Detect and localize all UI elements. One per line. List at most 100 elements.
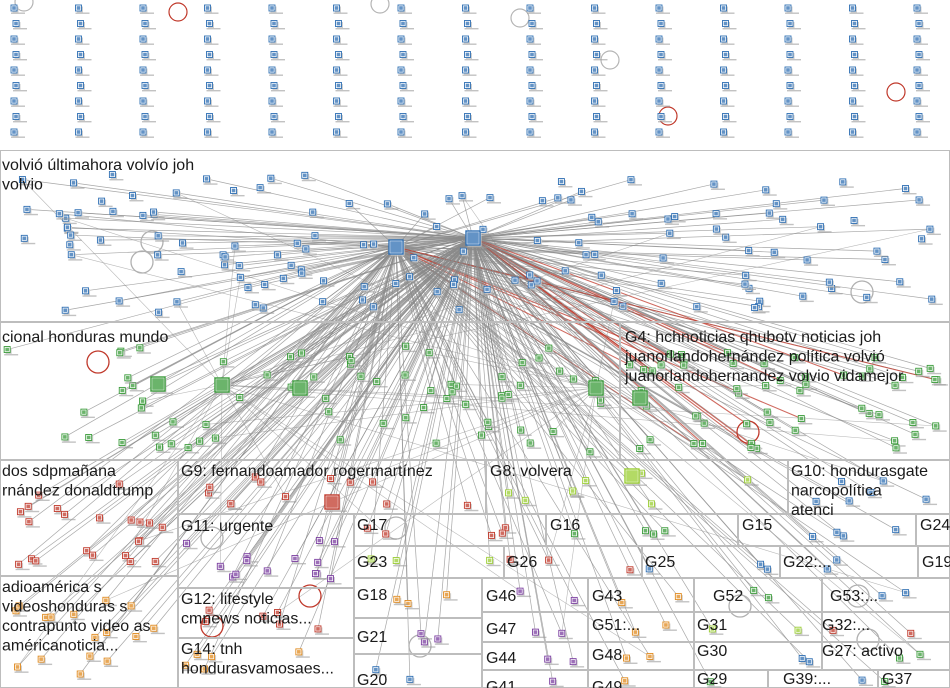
node-g2[interactable] [231, 242, 240, 251]
node-g9[interactable] [282, 493, 290, 502]
node-g2[interactable] [918, 235, 927, 244]
node-g6[interactable] [103, 629, 112, 637]
node-g1[interactable] [528, 82, 537, 91]
node-g1[interactable] [464, 51, 473, 60]
node-g1[interactable] [722, 113, 731, 122]
node-g2[interactable] [594, 218, 603, 227]
node-g4[interactable] [680, 361, 689, 370]
node-g2[interactable] [203, 175, 211, 184]
node-g2[interactable] [320, 277, 329, 286]
node-g3[interactable] [3, 346, 12, 355]
node-g6[interactable] [86, 652, 95, 661]
node-g1[interactable] [204, 35, 213, 44]
node-g2[interactable] [66, 241, 75, 250]
node-g2[interactable] [23, 205, 32, 214]
node-g9[interactable] [346, 478, 355, 487]
node-g1[interactable] [399, 113, 408, 122]
node-g1[interactable] [335, 113, 344, 122]
node-g15[interactable] [809, 533, 818, 542]
node-g2[interactable] [230, 187, 239, 195]
node-g5[interactable] [122, 552, 131, 561]
node-g4[interactable] [859, 372, 867, 381]
node-g2[interactable] [319, 298, 328, 307]
node-g1[interactable] [786, 113, 795, 122]
node-g3[interactable] [518, 359, 527, 368]
node-g1[interactable] [270, 113, 279, 122]
node-g4[interactable] [892, 444, 901, 453]
node-g2[interactable] [659, 254, 668, 263]
node-g1[interactable] [397, 66, 406, 75]
node-g2[interactable] [388, 239, 405, 256]
node-g1[interactable] [591, 4, 600, 13]
node-g1[interactable] [206, 82, 215, 91]
node-g9[interactable] [206, 483, 215, 492]
node-g2[interactable] [410, 254, 419, 263]
node-g17[interactable] [498, 529, 507, 538]
node-g4[interactable] [675, 383, 684, 392]
node-g2[interactable] [820, 196, 829, 205]
node-g1[interactable] [333, 66, 342, 75]
node-g11[interactable] [327, 575, 336, 584]
node-g2[interactable] [309, 208, 318, 217]
node-g1[interactable] [75, 66, 84, 75]
node-g2[interactable] [578, 187, 586, 196]
node-g2[interactable] [612, 287, 621, 295]
node-g2[interactable] [287, 261, 296, 270]
node-g1[interactable] [526, 66, 535, 75]
node-g26[interactable] [506, 555, 515, 564]
node-g1[interactable] [141, 113, 150, 122]
node-g17[interactable] [382, 530, 391, 539]
node-g2[interactable] [360, 283, 369, 292]
node-g8[interactable] [521, 496, 530, 505]
node-g3[interactable] [263, 371, 272, 380]
node-g3[interactable] [118, 386, 127, 395]
node-g1[interactable] [720, 128, 729, 137]
node-g52[interactable] [764, 594, 773, 603]
node-g16[interactable] [641, 527, 650, 536]
node-g2[interactable] [236, 273, 245, 282]
node-g3[interactable] [498, 373, 507, 382]
node-g41[interactable] [549, 677, 558, 686]
node-g4[interactable] [931, 376, 940, 385]
node-g4[interactable] [796, 387, 805, 396]
node-g2[interactable] [63, 223, 72, 232]
node-g3[interactable] [184, 444, 193, 453]
node-g17[interactable] [363, 524, 372, 533]
node-g3[interactable] [425, 349, 434, 358]
node-g1[interactable] [270, 20, 279, 29]
node-g1[interactable] [10, 128, 19, 137]
node-g1[interactable] [77, 82, 86, 91]
node-g5[interactable] [127, 516, 136, 525]
node-g2[interactable] [671, 213, 680, 222]
node-g11[interactable] [216, 562, 225, 571]
node-g21[interactable] [420, 638, 429, 647]
node-g1[interactable] [204, 66, 213, 75]
node-g5[interactable] [158, 523, 167, 532]
node-g4[interactable] [760, 360, 769, 369]
node-g2[interactable] [392, 280, 401, 288]
node-g1[interactable] [268, 4, 277, 13]
node-g3[interactable] [169, 418, 178, 427]
node-g4[interactable] [891, 381, 900, 390]
node-g1[interactable] [399, 51, 408, 60]
node-g44[interactable] [569, 658, 578, 667]
node-g5[interactable] [35, 491, 44, 500]
node-g3[interactable] [477, 431, 486, 440]
node-g6[interactable] [127, 602, 136, 611]
node-g3[interactable] [586, 448, 595, 457]
node-g4[interactable] [632, 390, 649, 407]
node-g8[interactable] [505, 489, 514, 498]
node-g14[interactable] [200, 665, 209, 674]
node-g4[interactable] [865, 409, 874, 418]
node-g1[interactable] [849, 66, 858, 75]
node-g2[interactable] [433, 223, 442, 232]
node-g1[interactable] [333, 4, 342, 13]
node-g11[interactable] [232, 570, 241, 579]
node-g3[interactable] [549, 427, 558, 436]
node-g1[interactable] [593, 113, 602, 122]
node-g1[interactable] [655, 66, 664, 75]
node-g2[interactable] [172, 189, 181, 198]
node-g2[interactable] [486, 194, 495, 203]
node-g2[interactable] [279, 274, 288, 283]
node-g9[interactable] [327, 475, 336, 483]
